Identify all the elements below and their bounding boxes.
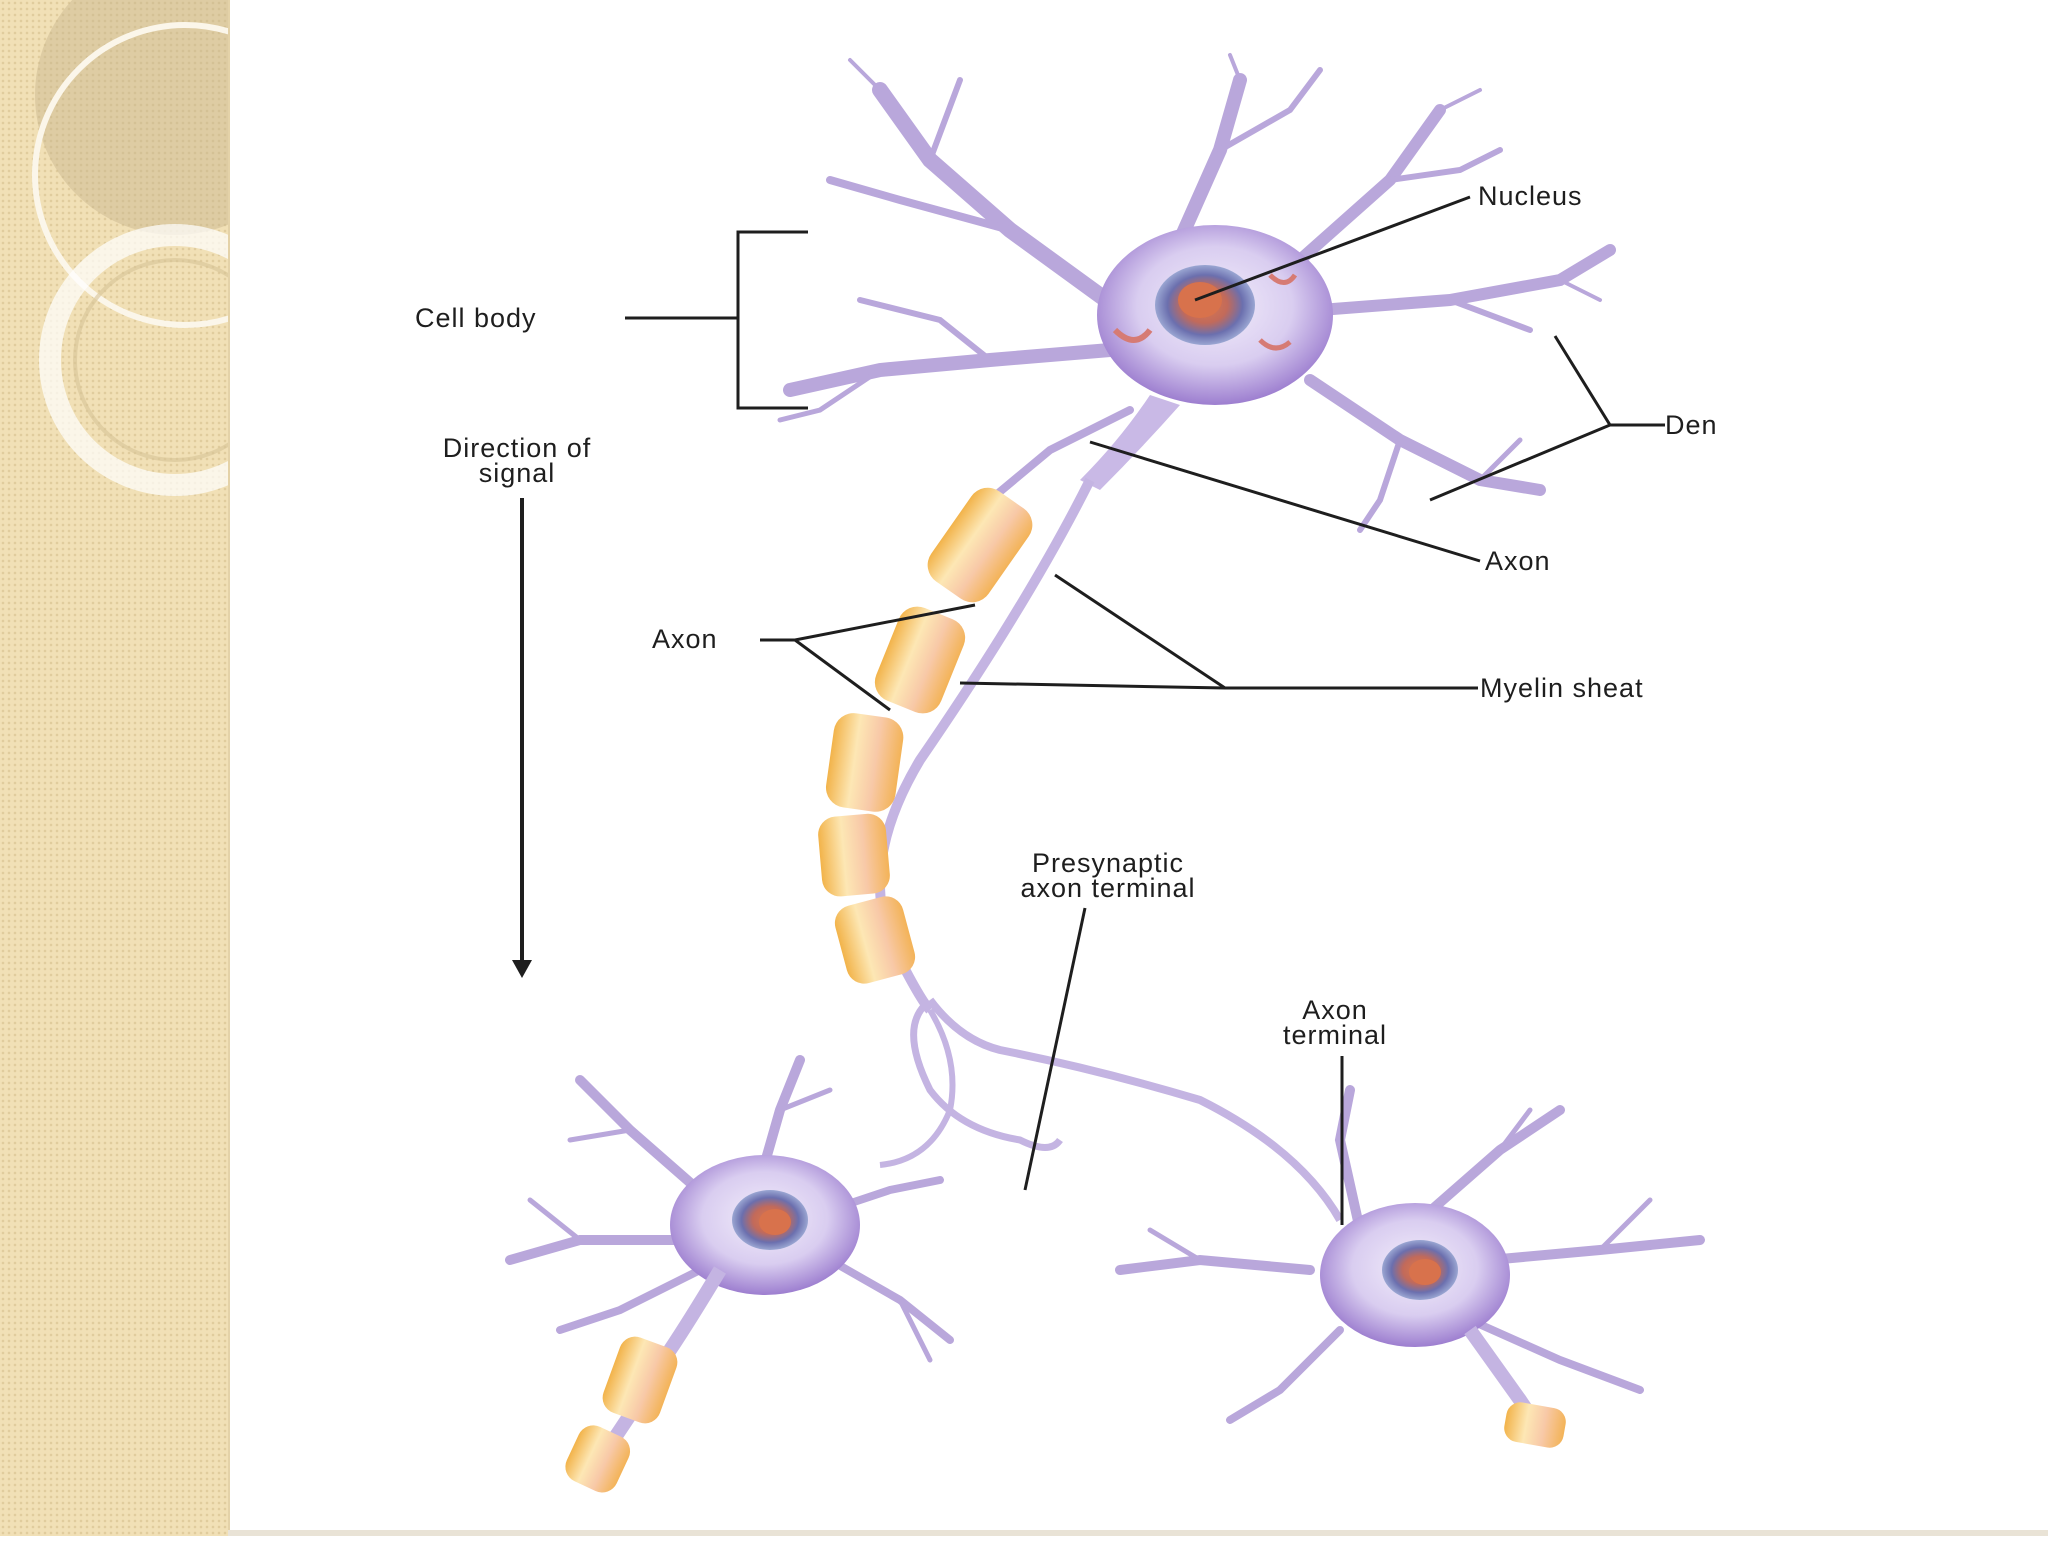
- axon-left-leader-lower: [795, 640, 890, 710]
- myelin-segment: [817, 480, 1041, 988]
- dendrites-leader-upper: [1555, 336, 1665, 425]
- lower-left-neuron: [510, 1060, 950, 1498]
- label-myelin-sheath: Myelin sheat: [1480, 675, 1644, 702]
- label-cell-body: Cell body: [415, 305, 537, 332]
- direction-arrow: [512, 498, 532, 978]
- label-dendrites: Den: [1665, 412, 1718, 439]
- myelin-leader-upper: [1055, 575, 1478, 688]
- label-direction-line2: signal: [479, 460, 556, 487]
- label-axon-terminal-line2: terminal: [1283, 1022, 1387, 1049]
- label-axon-left: Axon: [652, 626, 718, 653]
- axon-top-leader: [1090, 442, 1480, 561]
- label-nucleus: Nucleus: [1478, 183, 1583, 210]
- lower-right-neuron: [1120, 1090, 1700, 1450]
- label-axon-top: Axon: [1485, 548, 1551, 575]
- label-presynaptic-line2: axon terminal: [1020, 875, 1195, 902]
- myelin-leader-lower: [960, 683, 1225, 688]
- image-edge-mask: [1740, 380, 2048, 1480]
